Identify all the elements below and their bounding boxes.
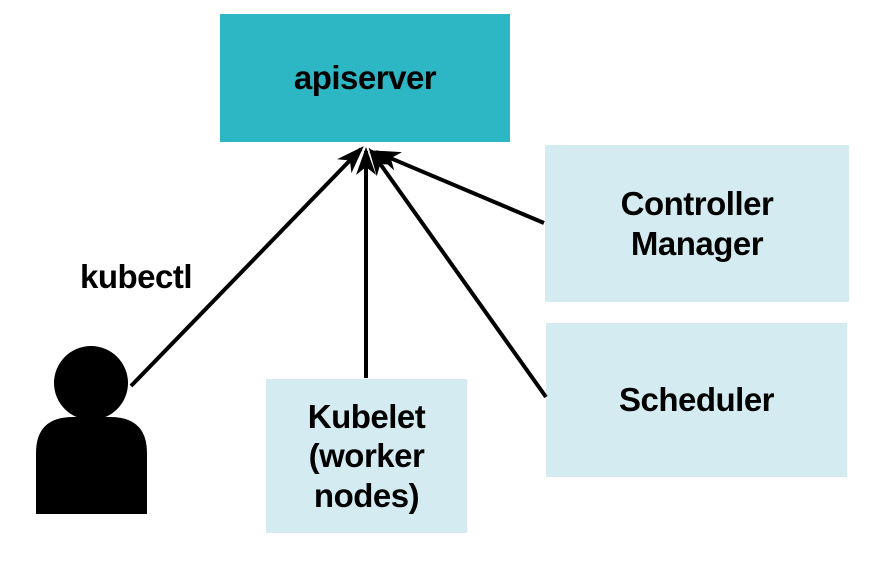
node-controller-manager-label: Controller Manager [620, 184, 774, 262]
node-apiserver: apiserver [220, 14, 510, 142]
node-controller-manager: Controller Manager [545, 145, 849, 302]
node-scheduler: Scheduler [546, 323, 847, 477]
node-scheduler-label: Scheduler [618, 381, 775, 419]
edge-scheduler-to-apiserver [368, 147, 548, 399]
edge-controller-manager-to-apiserver [372, 150, 545, 225]
kubectl-label: kubectl [79, 258, 193, 295]
user-silhouette-icon [36, 346, 147, 514]
node-kubelet: Kubelet (worker nodes) [266, 379, 467, 533]
node-apiserver-label: apiserver [293, 59, 437, 97]
node-kubelet-label: Kubelet (worker nodes) [307, 397, 426, 514]
